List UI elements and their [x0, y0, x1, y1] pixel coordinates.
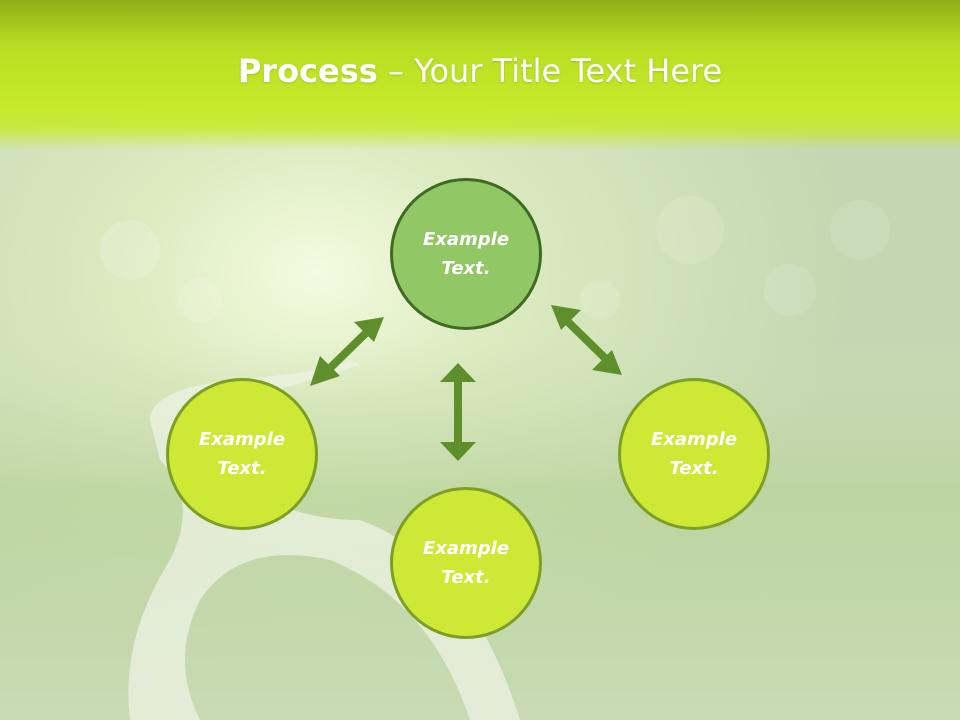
double-arrow-right-icon[interactable] — [551, 305, 622, 375]
title-bold-text: Process — [237, 52, 378, 90]
center-node[interactable]: Example Text. — [390, 178, 542, 330]
left-node-text: Example Text. — [198, 429, 286, 479]
bottom-node-text: Example Text. — [422, 538, 510, 588]
center-node-text: Example Text. — [422, 229, 510, 279]
slide-title[interactable]: Process – Your Title Text Here — [0, 52, 960, 90]
double-arrow-vertical-icon[interactable] — [440, 363, 476, 461]
right-node-text: Example Text. — [650, 429, 738, 479]
double-arrow-left-icon[interactable] — [310, 317, 384, 386]
title-regular-text: – Your Title Text Here — [377, 52, 723, 90]
title-banner — [0, 0, 960, 150]
right-node[interactable]: Example Text. — [618, 378, 770, 530]
bottom-node[interactable]: Example Text. — [390, 487, 542, 639]
left-node[interactable]: Example Text. — [166, 378, 318, 530]
